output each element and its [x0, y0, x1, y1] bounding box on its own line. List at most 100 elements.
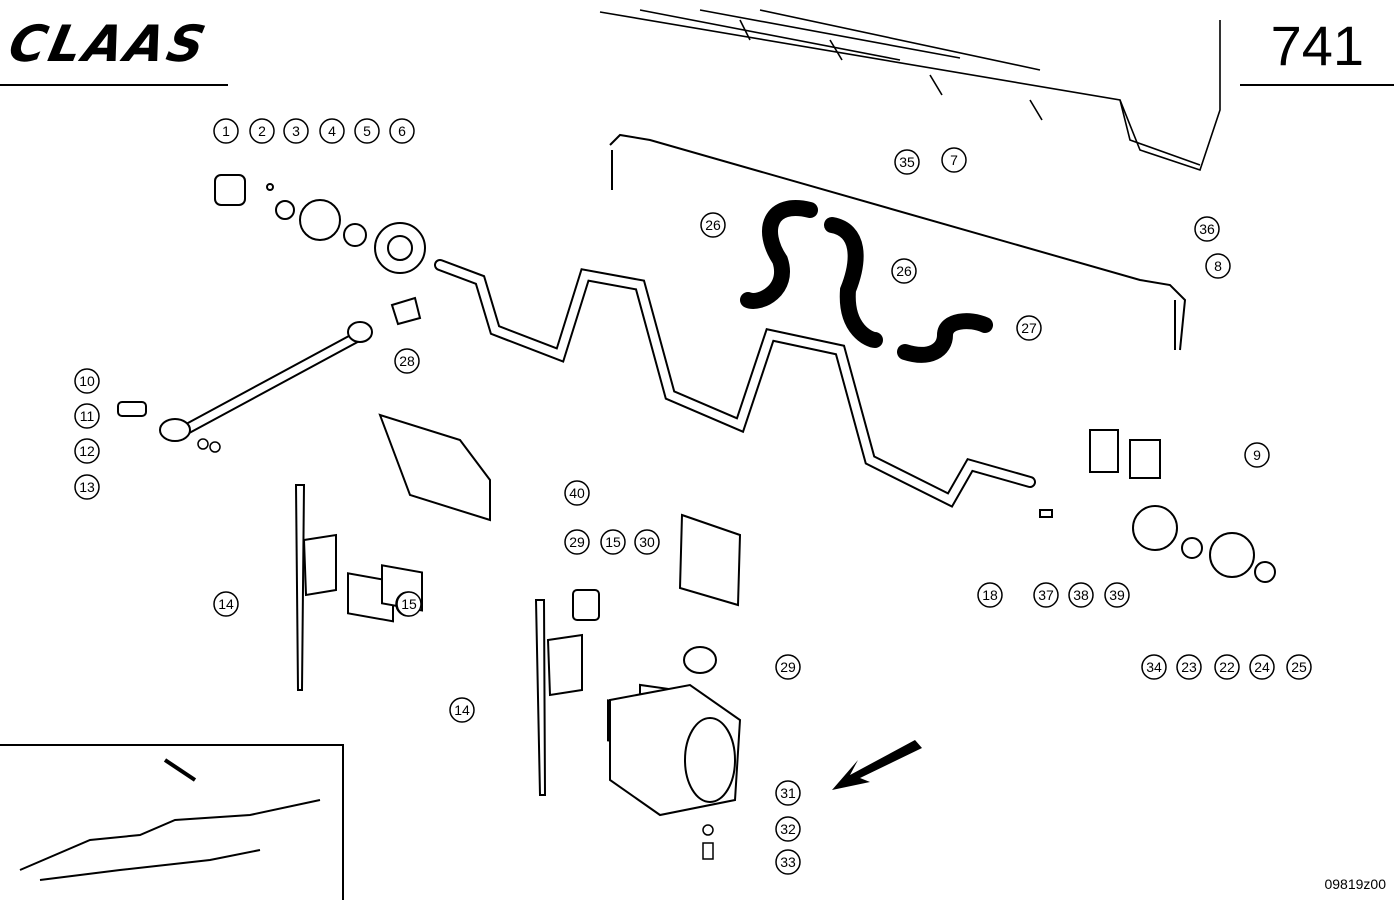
callout-label: 37: [1038, 587, 1054, 603]
callout-18: 18: [977, 582, 1003, 608]
callout-3: 3: [283, 118, 309, 144]
screw-33: [702, 842, 714, 860]
bush-3: [275, 200, 295, 220]
callout-label: 31: [780, 785, 796, 801]
flange-34: [1132, 505, 1178, 551]
callout-15: 15: [600, 529, 626, 555]
tube-18: [434, 259, 1036, 508]
callout-30: 30: [634, 529, 660, 555]
callout-label: 14: [218, 596, 234, 612]
callout-34: 34: [1141, 654, 1167, 680]
callout-label: 26: [896, 263, 912, 279]
bolt-37: [1039, 509, 1053, 518]
bushing-29b: [683, 646, 717, 674]
callout-37: 37: [1033, 582, 1059, 608]
bushing-1: [214, 174, 246, 206]
callout-15: 15: [396, 591, 422, 617]
callout-label: 1: [222, 123, 230, 139]
callout-label: 28: [399, 353, 415, 369]
callout-8: 8: [1205, 253, 1231, 279]
callout-25: 25: [1286, 654, 1312, 680]
callout-label: 30: [639, 534, 655, 550]
nut-13: [209, 441, 221, 453]
inset-overview: [0, 744, 344, 900]
hose-26a: [740, 200, 818, 309]
callout-label: 38: [1073, 587, 1089, 603]
callout-label: 32: [780, 821, 796, 837]
blocks-15a: [347, 564, 423, 623]
bracket-28: [390, 296, 422, 326]
callout-label: 27: [1021, 320, 1037, 336]
callout-label: 26: [705, 217, 721, 233]
callout-label: 39: [1109, 587, 1125, 603]
callout-22: 22: [1214, 654, 1240, 680]
callout-label: 6: [398, 123, 406, 139]
tube-18-inner: [436, 261, 1034, 506]
knife-section-14a: [294, 484, 337, 691]
flange-22: [1209, 532, 1255, 578]
callout-label: 13: [79, 479, 95, 495]
callout-11: 11: [74, 403, 100, 429]
callout-2: 2: [249, 118, 275, 144]
callout-4: 4: [319, 118, 345, 144]
callout-26: 26: [700, 212, 726, 238]
hose-26b: [824, 217, 883, 348]
callout-label: 33: [780, 854, 796, 870]
callout-14: 14: [449, 697, 475, 723]
knife-section-14b: [534, 599, 583, 796]
callout-31: 31: [775, 780, 801, 806]
callout-23: 23: [1176, 654, 1202, 680]
callout-label: 14: [454, 702, 470, 718]
callout-29: 29: [564, 529, 590, 555]
callout-label: 35: [899, 154, 915, 170]
callout-label: 22: [1219, 659, 1235, 675]
bearing-group-right: [1039, 429, 1276, 583]
callout-label: 36: [1199, 221, 1215, 237]
sleeve-31: [609, 683, 742, 817]
bearing-5: [343, 223, 367, 247]
callout-27: 27: [1016, 315, 1042, 341]
reference-code: 09819z00: [1324, 876, 1386, 892]
callout-label: 10: [79, 373, 95, 389]
callout-label: 5: [363, 123, 371, 139]
callout-10: 10: [74, 368, 100, 394]
link-rod-10: [159, 321, 373, 442]
callout-label: 29: [780, 659, 796, 675]
direction-arrow-icon: [832, 740, 922, 790]
callout-label: 2: [258, 123, 266, 139]
plate-30: [678, 513, 742, 607]
callout-label: 3: [292, 123, 300, 139]
callout-36: 36: [1194, 216, 1220, 242]
callout-33: 33: [775, 849, 801, 875]
bolt-11: [117, 401, 147, 417]
page-number: 741: [1270, 14, 1364, 77]
callout-13: 13: [74, 474, 100, 500]
bearing-23: [1181, 537, 1203, 559]
callout-5: 5: [354, 118, 380, 144]
callout-label: 7: [950, 152, 958, 168]
callout-label: 15: [605, 534, 621, 550]
callout-label: 23: [1181, 659, 1197, 675]
callout-26: 26: [891, 258, 917, 284]
bush-24: [1254, 561, 1276, 583]
bearing-group-left: [214, 174, 426, 274]
callout-9: 9: [1244, 442, 1270, 468]
callout-label: 15: [401, 596, 417, 612]
rod-7: [609, 133, 1187, 351]
flange-4: [299, 199, 341, 241]
callout-label: 8: [1214, 258, 1222, 274]
callout-6: 6: [389, 118, 415, 144]
callout-label: 4: [328, 123, 336, 139]
callout-label: 11: [80, 408, 95, 424]
callout-label: 34: [1146, 659, 1162, 675]
callout-38: 38: [1068, 582, 1094, 608]
bracket-38: [1089, 429, 1119, 473]
auger-trough: [599, 9, 1221, 172]
washer-32: [702, 824, 714, 836]
bracket-39: [1129, 439, 1161, 479]
callout-32: 32: [775, 816, 801, 842]
callout-label: 25: [1291, 659, 1307, 675]
callout-label: 24: [1254, 659, 1270, 675]
